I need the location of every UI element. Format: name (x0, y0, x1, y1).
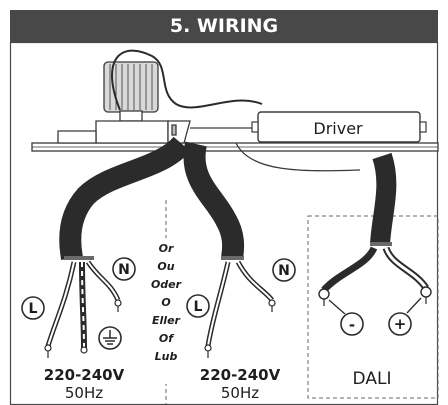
supply-voltage-left: 220-240V (44, 366, 125, 384)
dali-label: DALI (353, 369, 392, 389)
terminal-dali-minus: - (328, 299, 364, 336)
svg-text:N: N (278, 263, 290, 279)
driver-unit: Driver (251, 111, 427, 143)
separator-words: Or Ou Oder O Eller Of Lub (151, 238, 182, 384)
downlight-fixture-icon (57, 61, 262, 144)
driver-output-wire (235, 142, 361, 172)
separator-word: Or (159, 242, 174, 255)
supply-frequency-middle: 50Hz (221, 384, 259, 402)
terminal-neutral-left: N (112, 257, 136, 281)
svg-text:+: + (394, 315, 407, 333)
svg-text:-: - (349, 316, 355, 334)
separator-word: Of (159, 332, 174, 345)
terminal-live-middle: L (186, 294, 210, 318)
driver-label: Driver (313, 119, 363, 138)
fixture-lead-wire (110, 49, 263, 111)
supply-voltage-middle: 220-240V (200, 366, 281, 384)
supply-frequency-left: 50Hz (65, 384, 103, 402)
supply-cable-middle (183, 141, 276, 358)
svg-text:L: L (194, 299, 203, 315)
separator-word: Oder (151, 278, 182, 291)
terminal-dali-plus: + (388, 297, 422, 336)
earth-icon (98, 326, 122, 350)
svg-text:N: N (118, 262, 130, 278)
terminal-neutral-middle: N (272, 258, 296, 282)
ceiling-panel (31, 142, 439, 152)
svg-text:L: L (29, 301, 38, 317)
supply-cable-left (44, 136, 191, 358)
separator-word: O (161, 296, 170, 309)
separator-word: Lub (155, 350, 178, 363)
section-title: 5. WIRING (10, 10, 438, 42)
dali-box (307, 215, 439, 399)
separator-word: Ou (157, 260, 174, 273)
separator-word: Eller (152, 314, 181, 327)
terminal-live-left: L (21, 296, 45, 320)
dali-cable (318, 152, 432, 306)
